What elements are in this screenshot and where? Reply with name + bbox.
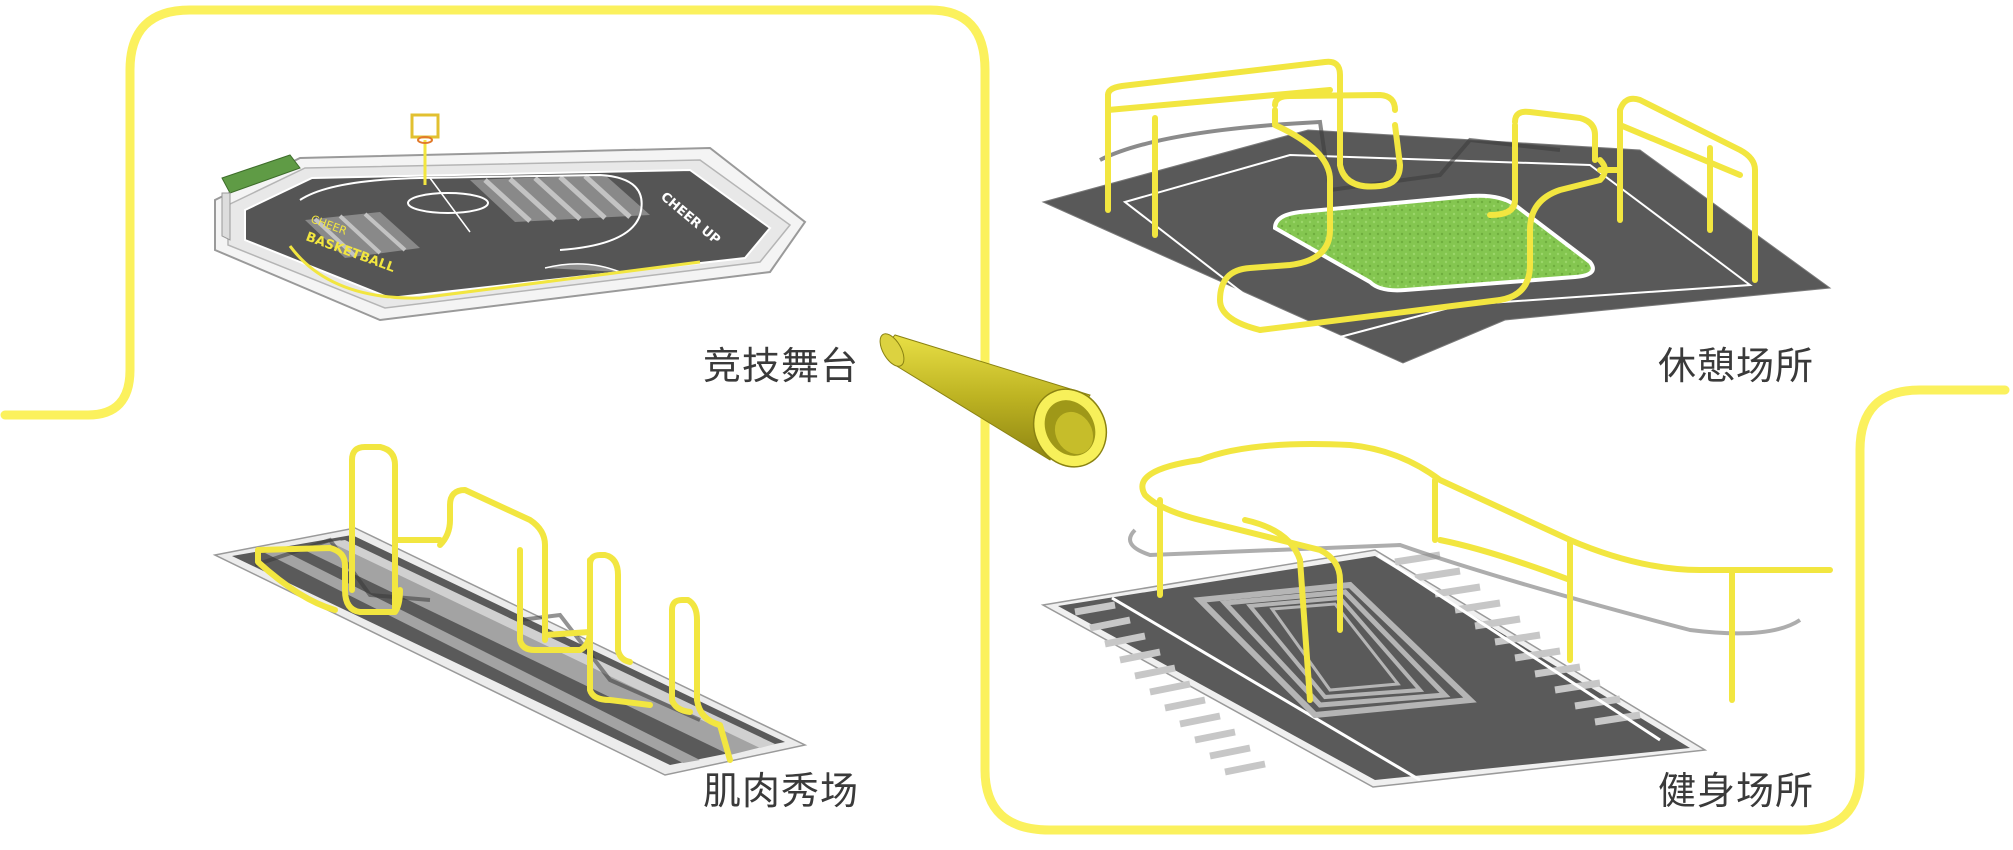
basketball-court-icon: BASKETBALL CHEER CHEER UP: [214, 146, 807, 322]
frame-outline-left: [0, 5, 990, 420]
label-competitive-stage: 竞技舞台: [703, 344, 860, 388]
frame-outline-right: [980, 385, 2010, 835]
label-muscle-show: 肌肉秀场: [703, 769, 860, 813]
fitness-area-icon: [1040, 441, 1833, 788]
basketball-hoop-icon: [410, 113, 440, 185]
label-fitness-area: 健身场所: [1658, 769, 1815, 813]
rest-area-icon: [1041, 58, 1832, 364]
muscle-show-area-icon: [212, 444, 808, 776]
yellow-pipe-connector-icon: [879, 333, 1108, 468]
label-rest-area: 休憩场所: [1658, 344, 1815, 388]
